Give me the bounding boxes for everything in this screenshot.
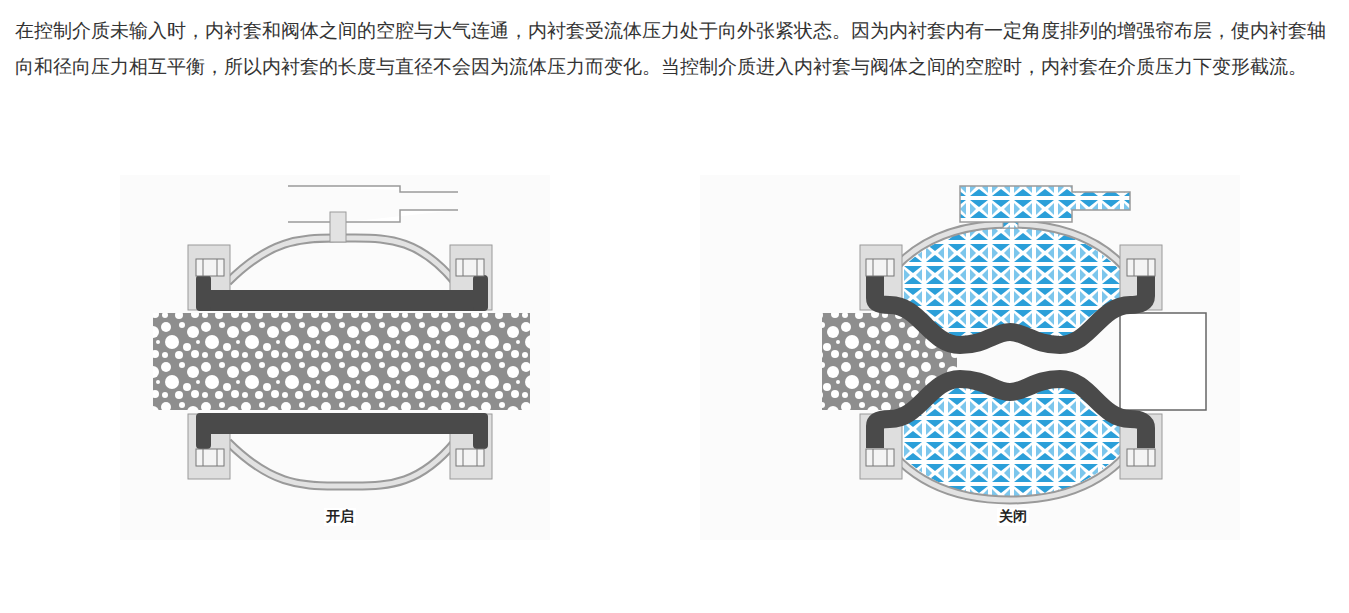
state-caption: 开启 [324,508,356,526]
description-paragraph: 在控制介质未输入时，内衬套和阀体之间的空腔与大气连通，内衬套受流体压力处于向外张… [15,12,1340,84]
state-caption: 关闭 [997,508,1029,526]
closed-valve [822,186,1206,500]
open-valve [153,186,530,486]
